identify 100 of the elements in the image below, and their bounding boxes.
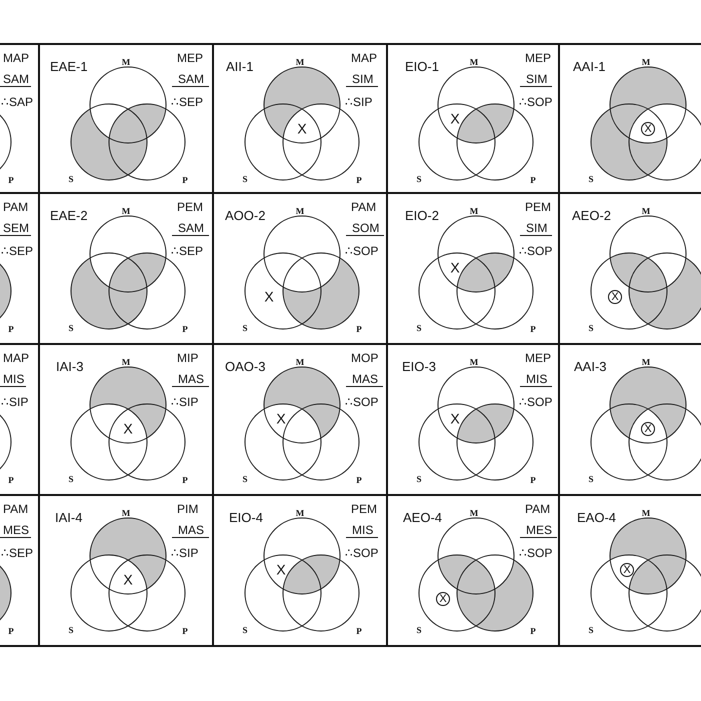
syllogism-name: IAI-3: [56, 359, 84, 374]
circle-label: M: [296, 508, 304, 518]
conclusion-text: ∴SOP: [345, 546, 378, 560]
circle-label: P: [8, 475, 14, 485]
circle-label: M: [296, 206, 304, 216]
premise-text: MES: [0, 523, 32, 538]
syllogism-panel: [0, 43, 40, 194]
circle-label: P: [530, 175, 536, 185]
syllogism-name: EAE-2: [50, 208, 88, 223]
syllogism-name: AOO-2: [225, 208, 266, 223]
conclusion-text: ∴SIP: [345, 95, 372, 109]
premise-text: SAM: [172, 221, 210, 236]
circle-label: S: [416, 474, 422, 484]
syllogism-name: AEO-4: [403, 510, 442, 525]
circle-label: S: [242, 625, 248, 635]
circle-label: S: [416, 323, 422, 333]
premise-text: SEM: [0, 221, 32, 236]
syllogism-name: AAI-3: [574, 359, 607, 374]
x-mark: X: [264, 290, 274, 304]
premise-text: MAS: [346, 372, 384, 387]
circle-label: P: [530, 475, 536, 485]
syllogism-name: EIO-2: [405, 208, 439, 223]
syllogism-name: IAI-4: [55, 510, 82, 525]
circle-label: M: [122, 206, 130, 216]
premise-text: MAS: [172, 523, 210, 538]
circle-label: S: [588, 625, 594, 635]
premise-text: MAP: [351, 51, 378, 65]
syllogism-panel: [388, 194, 560, 345]
syllogism-name: EAE-1: [50, 59, 88, 74]
circle-label: S: [588, 174, 594, 184]
x-mark: X: [276, 562, 286, 578]
premise-text: MEP: [177, 51, 204, 65]
premise-text: MAP: [3, 351, 30, 365]
premise-text: PAM: [351, 200, 376, 214]
circle-label: M: [122, 357, 130, 367]
circle-label: P: [356, 626, 362, 636]
conclusion-text: ∴SEP: [171, 244, 204, 258]
syllogism-panel: [388, 43, 560, 194]
circle-label: P: [356, 175, 362, 185]
circle-label: S: [588, 474, 594, 484]
premise-text: PEM: [177, 200, 204, 214]
conclusion-text: ∴SIP: [171, 546, 198, 560]
premise-text: PAM: [3, 502, 28, 516]
circle-label: M: [122, 57, 130, 67]
premise-text: MEP: [525, 51, 552, 65]
circle-label: M: [296, 357, 304, 367]
circle-label: P: [182, 626, 188, 636]
circle-label: M: [296, 57, 304, 67]
conclusion-text: ∴SOP: [519, 546, 552, 560]
circle-label: P: [8, 324, 14, 334]
premise-text: PEM: [351, 502, 378, 516]
conclusion-text: ∴SAP: [1, 95, 34, 109]
premise-text: SAM: [172, 72, 210, 87]
syllogism-panel: [214, 496, 388, 647]
syllogism-panel: [388, 496, 560, 647]
premise-text: PIM: [177, 502, 198, 516]
premise-text: PEM: [525, 200, 552, 214]
premise-text: SOM: [346, 221, 384, 236]
circled-x-mark: X: [620, 563, 634, 577]
syllogism-panel: [0, 496, 40, 647]
premise-text: PAM: [3, 200, 28, 214]
circle-label: P: [182, 175, 188, 185]
conclusion-text: ∴SEP: [1, 244, 34, 258]
syllogism-panel: [214, 43, 388, 194]
circle-label: M: [642, 57, 650, 67]
circle-label: P: [530, 626, 536, 636]
circle-label: S: [68, 625, 74, 635]
premise-text: MAS: [172, 372, 210, 387]
syllogism-panel: [560, 43, 701, 194]
syllogism-name: EAO-4: [577, 510, 616, 525]
circle-label: P: [530, 324, 536, 334]
syllogism-panel: [40, 496, 214, 647]
circle-label: M: [470, 206, 478, 216]
syllogism-name: EIO-3: [402, 359, 436, 374]
syllogism-name: AEO-2: [572, 208, 612, 223]
premise-text: PAM: [525, 502, 550, 516]
x-mark: X: [297, 122, 307, 136]
circle-label: P: [356, 475, 362, 485]
circle-label: P: [182, 324, 188, 334]
syllogism-name: AAI-1: [573, 59, 606, 74]
circle-label: P: [356, 324, 362, 334]
x-mark: X: [450, 260, 460, 276]
premise-text: SIM: [520, 72, 552, 87]
circle-label: S: [242, 323, 248, 333]
circle-label: M: [122, 508, 130, 518]
circled-x-mark: X: [641, 422, 655, 436]
conclusion-text: ∴SOP: [519, 395, 552, 409]
conclusion-text: ∴SOP: [345, 244, 378, 258]
premise-text: MES: [520, 523, 558, 538]
x-mark: X: [276, 412, 286, 426]
conclusion-text: ∴SOP: [519, 95, 552, 109]
circle-label: M: [470, 508, 478, 518]
conclusion-text: ∴SOP: [345, 395, 378, 409]
conclusion-text: ∴SIP: [171, 395, 198, 409]
premise-text: MIS: [0, 372, 26, 387]
circle-label: S: [68, 174, 74, 184]
circle-label: M: [642, 357, 650, 367]
syllogism-name: OAO-3: [225, 359, 266, 374]
circle-label: P: [8, 626, 14, 636]
x-mark: X: [450, 412, 460, 426]
